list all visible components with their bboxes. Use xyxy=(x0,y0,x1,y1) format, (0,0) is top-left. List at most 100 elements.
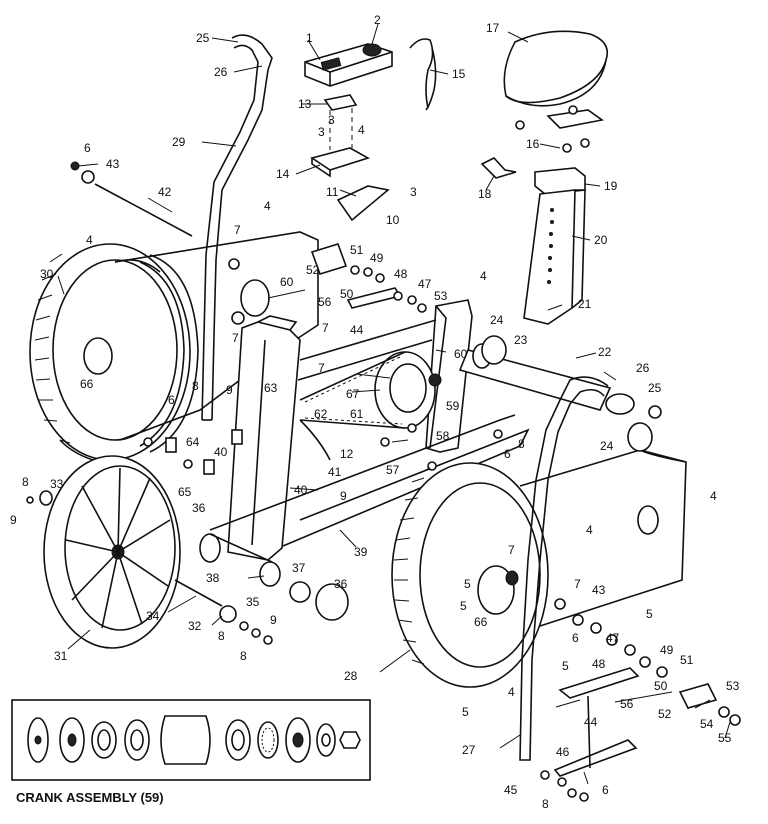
callout-label: 5 xyxy=(562,659,569,673)
callout-label: 50 xyxy=(340,287,354,301)
callout-label: 8 xyxy=(518,437,525,451)
callout-label: 39 xyxy=(354,545,368,559)
callout-label: 9 xyxy=(226,383,233,397)
callout-label: 33 xyxy=(50,477,64,491)
leader-lines xyxy=(57,23,731,785)
callout-label: 67 xyxy=(346,387,360,401)
callout-label: 4 xyxy=(480,269,487,283)
callout-label: 13 xyxy=(298,97,312,111)
callout-label: 15 xyxy=(452,67,466,81)
callout-label: 49 xyxy=(660,643,674,657)
callout-label: 9 xyxy=(10,513,17,527)
callout-label: 6 xyxy=(572,631,579,645)
callout-label: 44 xyxy=(350,323,364,337)
crank-assembly-caption: CRANK ASSEMBLY (59) xyxy=(16,790,164,805)
callout-label: 7 xyxy=(232,331,239,345)
callout-label: 36 xyxy=(192,501,206,515)
callout-label: 3 xyxy=(410,185,417,199)
callout-label: 57 xyxy=(386,463,400,477)
callout-label: 38 xyxy=(206,571,220,585)
callout-label: 4 xyxy=(508,685,515,699)
callout-label: 49 xyxy=(370,251,384,265)
callout-label: 4 xyxy=(710,489,717,503)
callout-label: 61 xyxy=(350,407,364,421)
callout-label: 60 xyxy=(454,347,468,361)
callout-label: 7 xyxy=(508,543,515,557)
seat-assembly xyxy=(480,30,609,325)
callout-label: 62 xyxy=(314,407,328,421)
callout-label: 7 xyxy=(322,321,329,335)
callout-label: 8 xyxy=(218,629,225,643)
callout-label: 8 xyxy=(240,649,247,663)
callout-label: 26 xyxy=(214,65,228,79)
callout-label: 10 xyxy=(386,213,400,227)
callout-label: 17 xyxy=(486,21,500,35)
callout-label: 28 xyxy=(344,669,358,683)
callout-label: 59 xyxy=(446,399,460,413)
callout-label: 22 xyxy=(598,345,612,359)
left-handlebar xyxy=(201,34,273,421)
callout-label: 56 xyxy=(620,697,634,711)
callout-label: 14 xyxy=(276,167,290,181)
callout-label: 21 xyxy=(578,297,592,311)
flywheel xyxy=(43,455,181,649)
callout-label: 16 xyxy=(526,137,540,151)
callout-label: 52 xyxy=(306,263,320,277)
left-crank xyxy=(310,243,402,309)
callout-label: 23 xyxy=(514,333,528,347)
callout-label: 26 xyxy=(636,361,650,375)
callout-label: 9 xyxy=(270,613,277,627)
hardware xyxy=(26,105,741,802)
callout-label: 1 xyxy=(306,31,313,45)
callout-label: 37 xyxy=(292,561,306,575)
callout-label: 51 xyxy=(350,243,364,257)
callout-label: 7 xyxy=(318,361,325,375)
callout-label: 51 xyxy=(680,653,694,667)
callout-label: 48 xyxy=(394,267,408,281)
callout-label: 6 xyxy=(84,141,91,155)
callout-label: 55 xyxy=(718,731,732,745)
callout-label: 58 xyxy=(436,429,450,443)
callout-label: 8 xyxy=(22,475,29,489)
callout-label: 50 xyxy=(654,679,668,693)
callout-label: 5 xyxy=(646,607,653,621)
callout-label: 12 xyxy=(340,447,354,461)
callout-label: 48 xyxy=(592,657,606,671)
console-assembly xyxy=(304,38,437,222)
callout-label: 19 xyxy=(604,179,618,193)
callout-label: 3 xyxy=(318,125,325,139)
callout-label: 41 xyxy=(328,465,342,479)
chain-drive xyxy=(299,351,442,461)
callout-label: 6 xyxy=(168,393,175,407)
callout-label: 2 xyxy=(374,13,381,27)
callout-label: 45 xyxy=(504,783,518,797)
callout-label: 11 xyxy=(326,185,339,199)
callout-label: 54 xyxy=(700,717,714,731)
crank-assembly-inset: CRANK ASSEMBLY (59) xyxy=(11,699,371,805)
callout-labels: 1 2 15 25 26 13 3 4 3 29 6 43 14 11 3 10… xyxy=(10,13,740,811)
callout-label: 6 xyxy=(504,447,511,461)
callout-label: 31 xyxy=(54,649,68,663)
callout-label: 34 xyxy=(146,609,160,623)
callout-label: 35 xyxy=(246,595,260,609)
callout-label: 24 xyxy=(490,313,504,327)
callout-label: 63 xyxy=(264,381,278,395)
callout-label: 27 xyxy=(462,743,476,757)
callout-label: 9 xyxy=(340,489,347,503)
callout-label: 40 xyxy=(214,445,228,459)
left-fan-wheel xyxy=(29,243,199,461)
callout-label: 56 xyxy=(318,295,332,309)
callout-label: 44 xyxy=(584,715,598,729)
callout-label: 65 xyxy=(178,485,192,499)
callout-label: 4 xyxy=(586,523,593,537)
callout-label: 4 xyxy=(358,123,365,137)
callout-label: 5 xyxy=(462,705,469,719)
callout-label: 7 xyxy=(234,223,241,237)
callout-label: 5 xyxy=(464,577,471,591)
right-handlebar xyxy=(481,335,662,761)
callout-label: 46 xyxy=(556,745,570,759)
callout-label: 43 xyxy=(592,583,606,597)
callout-label: 25 xyxy=(196,31,210,45)
callout-label: 4 xyxy=(264,199,271,213)
